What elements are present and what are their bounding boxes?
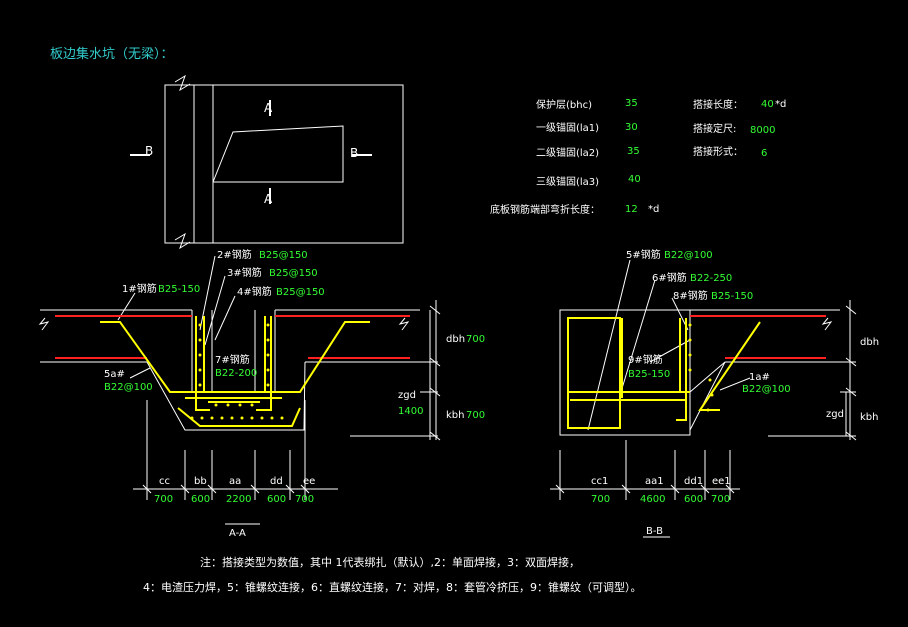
bb-zgd-label: zgd [826, 409, 844, 420]
param-cover-label: 保护层(bhc) [536, 98, 592, 111]
aa-dim-label-4: ee [303, 476, 315, 487]
aa-r5-spec: B22@100 [104, 382, 153, 393]
note-line-2: 4：电渣压力焊，5：锥螺纹连接，6：直螺纹连接，7：对焊，8：套管冷挤压，9：锥… [143, 580, 642, 594]
bb-r9-spec: B25-150 [628, 369, 670, 380]
bb-dim-label-1: aa1 [645, 476, 664, 487]
note-line-1: 注：搭接类型为数值，其中 1代表绑扎（默认）,2：单面焊接，3：双面焊接， [200, 555, 580, 569]
aa-zgd-value: 1400 [398, 406, 423, 417]
aa-r1-spec: B25-150 [158, 284, 200, 295]
bb-r5-name: 5#钢筋 [626, 248, 661, 261]
param-la2-value: 35 [627, 146, 640, 157]
param-bend-label: 底板钢筋端部弯折长度： [490, 203, 600, 216]
pit-outline [212, 125, 344, 183]
aa-zgd-label: zgd [398, 390, 416, 401]
aa-kbh-label: kbh [446, 410, 464, 421]
bb-dim-value-2: 600 [684, 494, 703, 505]
bb-dbh-label: dbh [860, 337, 879, 348]
param-la1-value: 30 [625, 122, 638, 133]
aa-dim-value-4: 700 [295, 494, 314, 505]
aa-r4-spec: B25@150 [276, 287, 325, 298]
param-lap-len-unit: *d [775, 99, 786, 110]
aa-r7-spec: B22-200 [215, 368, 257, 379]
aa-caption: A-A [229, 528, 246, 539]
bb-dim-value-1: 4600 [640, 494, 665, 505]
aa-dim-value-3: 600 [267, 494, 286, 505]
bb-dim-value-0: 700 [591, 494, 610, 505]
bb-dim-value-3: 700 [711, 494, 730, 505]
aa-dim-label-3: dd [270, 476, 283, 487]
param-lap-form-value: 6 [761, 148, 767, 159]
bb-r8-name: 8#钢筋 [673, 289, 708, 302]
aa-r3-name: 3#钢筋 [227, 266, 262, 279]
aa-dbh-value: 700 [466, 334, 485, 345]
plan-section-a-top: A [264, 101, 273, 115]
param-la3-value: 40 [628, 174, 641, 185]
section-bb: 5#钢筋 B22@100 6#钢筋 B22-250 8#钢筋 B25-150 9… [550, 248, 879, 538]
section-aa: 2#钢筋 B25@150 3#钢筋 B25@150 4#钢筋 B25@150 1… [38, 248, 485, 539]
plan-section-a-bottom: A [264, 192, 273, 206]
aa-dim-label-1: bb [194, 476, 207, 487]
aa-dim-label-0: cc [159, 476, 170, 487]
bb-dim-label-2: dd1 [684, 476, 703, 487]
aa-dim-label-2: aa [229, 476, 241, 487]
param-lap-len-label: 搭接长度： [693, 98, 743, 111]
aa-r3-spec: B25@150 [269, 268, 318, 279]
bb-r1a-spec: B22@100 [742, 384, 791, 395]
param-la2-label: 二级锚固(la2) [536, 147, 599, 159]
aa-r7-name: 7#钢筋 [215, 353, 250, 366]
aa-dbh-label: dbh [446, 334, 465, 345]
param-cover-value: 35 [625, 98, 638, 109]
aa-kbh-value: 700 [466, 410, 485, 421]
param-bend-unit: *d [648, 204, 659, 215]
param-la3-label: 三级锚固(la3) [536, 176, 599, 188]
bb-kbh-label: kbh [860, 412, 878, 423]
bb-r6-spec: B22-250 [690, 273, 732, 284]
aa-r4-name: 4#钢筋 [237, 285, 272, 298]
plan-outline [164, 84, 404, 244]
bb-dim-label-3: ee1 [712, 476, 731, 487]
bb-r6-name: 6#钢筋 [652, 271, 687, 284]
bb-r1a-name: 1a# [749, 372, 770, 383]
aa-r5-name: 5a# [104, 369, 125, 380]
aa-r2-spec: B25@150 [259, 250, 308, 261]
aa-dim-value-1: 600 [191, 494, 210, 505]
param-la1-label: 一级锚固(la1) [536, 122, 599, 134]
bb-r9-name: 9#钢筋 [628, 353, 663, 366]
bb-caption: B-B [646, 526, 663, 537]
aa-r1-name: 1#钢筋 [122, 282, 157, 295]
drawing-title: 板边集水坑（无梁）： [50, 46, 174, 62]
plan-section-b-left: B [145, 144, 153, 158]
param-lap-fix-value: 8000 [750, 125, 775, 136]
aa-dim-value-2: 2200 [226, 494, 251, 505]
plan-section-b-right: B [350, 146, 358, 160]
bb-r8-spec: B25-150 [711, 291, 753, 302]
aa-dim-value-0: 700 [154, 494, 173, 505]
bb-dim-label-0: cc1 [591, 476, 608, 487]
bb-r5-spec: B22@100 [664, 250, 713, 261]
param-lap-form-label: 搭接形式： [693, 145, 743, 158]
param-lap-fix-label: 搭接定尺: [693, 122, 736, 135]
plan-view [130, 74, 404, 250]
param-lap-len-value: 40 [761, 99, 774, 110]
aa-r2-name: 2#钢筋 [217, 248, 252, 261]
param-bend-value: 12 [625, 204, 638, 215]
parameter-table: 保护层(bhc) 35 一级锚固(la1) 30 二级锚固(la2) 35 三级… [490, 98, 786, 216]
